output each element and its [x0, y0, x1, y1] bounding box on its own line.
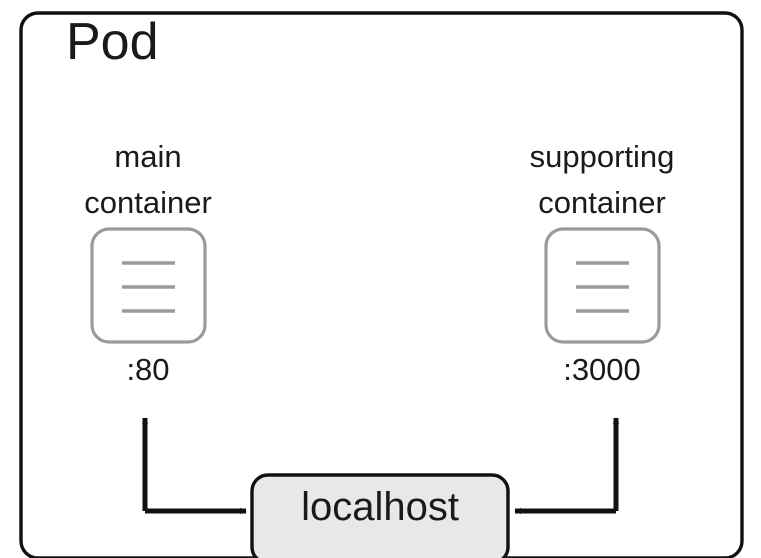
localhost-box [250, 473, 510, 558]
supporting-container-label-line2: container [538, 185, 666, 220]
main-container-label-line1: main [114, 139, 182, 174]
supporting-container-icon [544, 227, 661, 344]
localhost-label: localhost [301, 485, 459, 529]
main-container-label: main container [33, 134, 263, 226]
supporting-container-label: supporting container [477, 134, 727, 226]
supporting-container-label-line1: supporting [529, 139, 675, 174]
pod-title: Pod [66, 13, 159, 71]
supporting-container-port: :3000 [563, 352, 641, 387]
pod-boundary [19, 11, 744, 558]
main-container-icon [90, 227, 207, 344]
main-container-port: :80 [126, 352, 170, 387]
main-container-label-line2: container [84, 185, 212, 220]
